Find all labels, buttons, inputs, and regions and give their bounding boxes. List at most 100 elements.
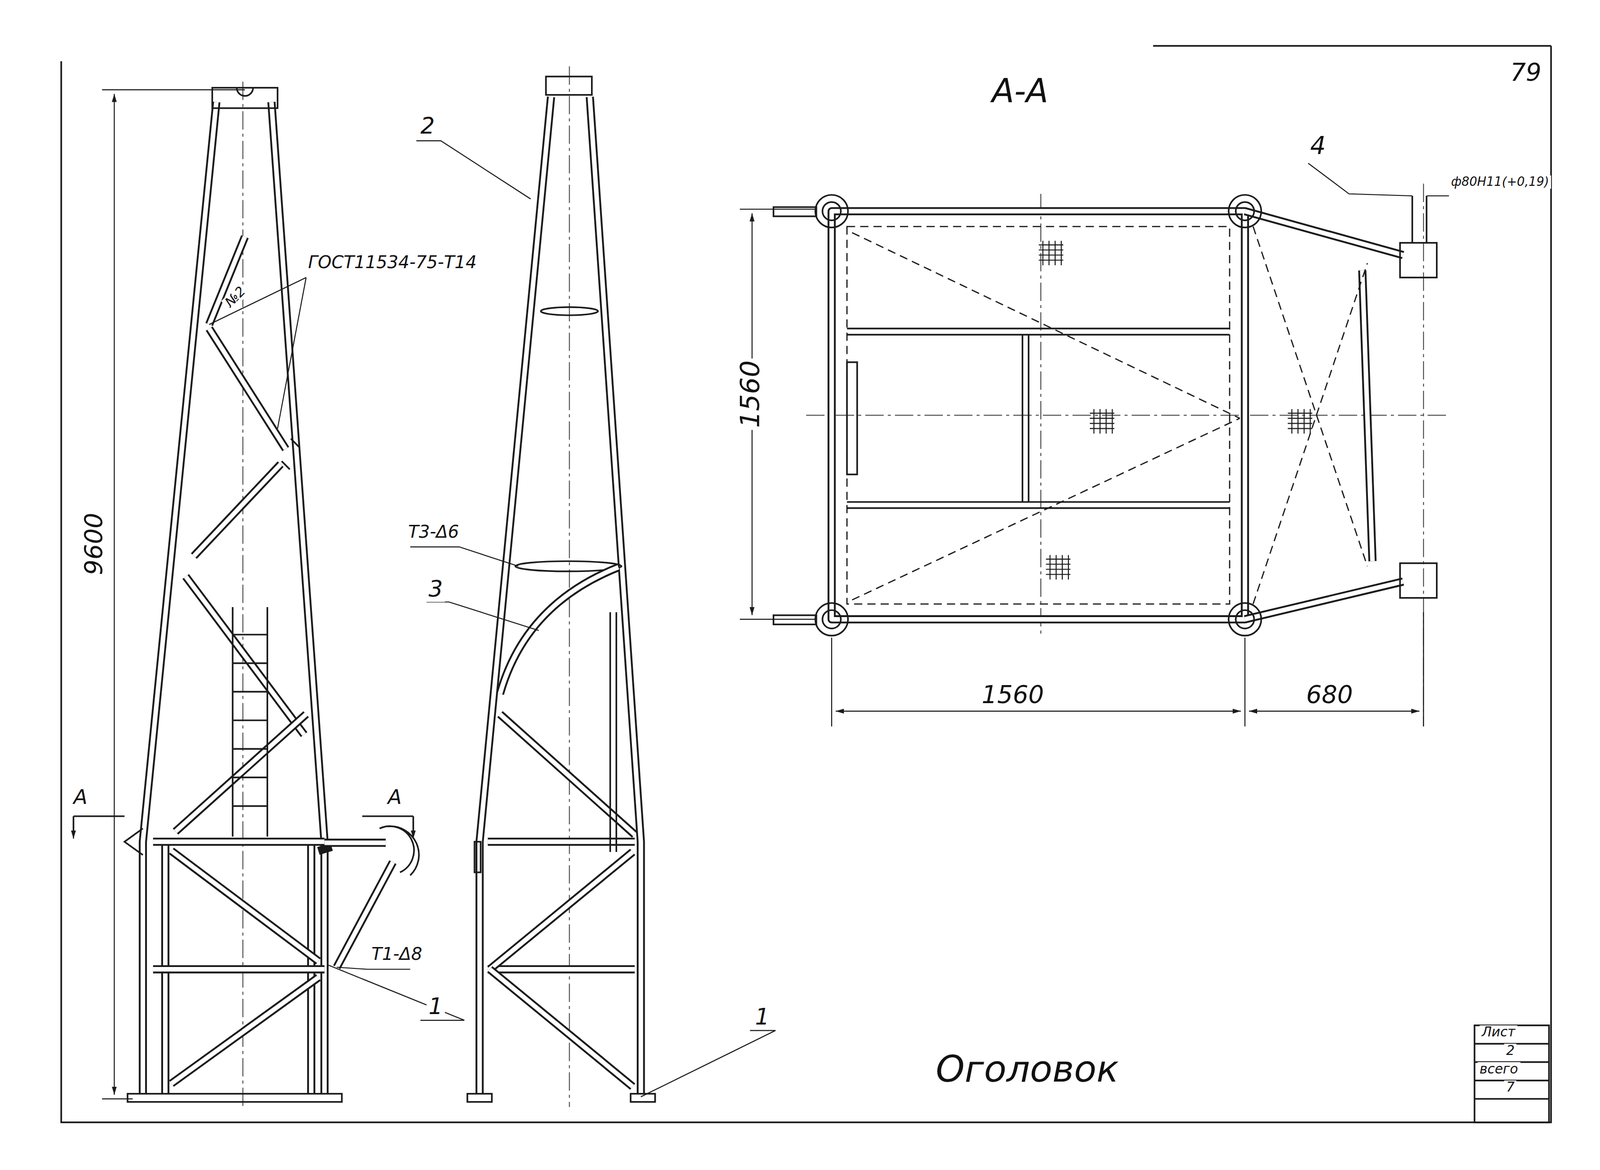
section-a-a-part bbox=[805, 183, 1449, 727]
drawing-label: 9600 bbox=[80, 510, 108, 578]
leader-lines-part bbox=[72, 822, 74, 839]
side-view-middle-part bbox=[467, 1094, 493, 1103]
section-a-a-part-part bbox=[1235, 610, 1255, 629]
side-view-left-part bbox=[324, 838, 386, 847]
section-a-a-part-part bbox=[1228, 602, 1262, 636]
section-a-a-part-part bbox=[1228, 194, 1262, 228]
leader-lines-part bbox=[426, 601, 539, 631]
side-view-middle-part bbox=[589, 96, 641, 1095]
section-a-a bbox=[773, 183, 1450, 727]
side-view-left-part bbox=[153, 967, 325, 972]
drawing-label: ф80Н11(+0,19) bbox=[1448, 175, 1552, 189]
side-view-middle-part bbox=[630, 1094, 656, 1103]
section-a-a-part bbox=[1412, 195, 1427, 243]
drawing-label: Т1-Δ8 bbox=[369, 944, 425, 964]
section-a-a-part bbox=[846, 328, 1230, 509]
side-view-left-part bbox=[236, 87, 253, 97]
section-a-a-part-part bbox=[1038, 240, 1064, 266]
side-view-left-part bbox=[242, 81, 244, 1108]
side-view-middle-part bbox=[487, 967, 635, 972]
drawing-label: 4 bbox=[1308, 132, 1328, 160]
side-view-middle-part bbox=[610, 612, 617, 853]
drawing-label: 1560 bbox=[735, 358, 765, 431]
leader-lines-part bbox=[328, 965, 465, 1021]
leader-lines-part bbox=[73, 816, 414, 835]
leader-lines-part bbox=[1426, 195, 1449, 197]
side-view-left-part bbox=[153, 837, 325, 846]
drawing-label: ГОСТ11534-75-Т14 bbox=[306, 252, 479, 272]
section-a-a-part bbox=[1038, 240, 1313, 580]
side-view-middle-part bbox=[500, 714, 635, 835]
section-a-a-part bbox=[1399, 563, 1437, 599]
section-a-a-part bbox=[1399, 242, 1437, 278]
drawing-label: А-А bbox=[989, 73, 1051, 110]
side-view-middle-part bbox=[545, 76, 592, 96]
side-view-middle-part bbox=[474, 842, 481, 873]
side-view-left-part bbox=[209, 236, 245, 325]
drawing-label: А bbox=[385, 785, 404, 808]
side-view-left-part bbox=[232, 607, 268, 837]
side-view-middle-part bbox=[500, 567, 619, 694]
side-view-left-part bbox=[193, 464, 281, 556]
section-a-a-part-part bbox=[815, 194, 849, 228]
side-view-left-part bbox=[212, 87, 278, 109]
side-view-left-part bbox=[209, 328, 286, 449]
leader-lines-part bbox=[412, 822, 414, 839]
side-view-left-part bbox=[193, 464, 281, 556]
drawing-label: 2 bbox=[418, 114, 437, 139]
side-view-middle-part bbox=[487, 965, 635, 974]
section-a-a-part bbox=[1244, 211, 1404, 620]
side-view-left-part bbox=[127, 1094, 342, 1103]
side-view-left-part bbox=[185, 576, 305, 736]
side-view-left-part bbox=[209, 236, 245, 325]
side-view-left-part bbox=[324, 840, 386, 845]
section-a-a-part bbox=[852, 226, 1368, 604]
drawing-title: Оголовок bbox=[933, 1048, 1121, 1090]
leader-lines bbox=[73, 140, 1450, 1097]
leader-lines-part bbox=[416, 140, 531, 199]
drawing-label: А bbox=[71, 785, 90, 808]
section-a-a-part bbox=[846, 226, 1230, 604]
section-a-a-part bbox=[1244, 211, 1404, 620]
section-a-a-part bbox=[773, 207, 817, 217]
side-view-middle-part bbox=[489, 852, 633, 970]
drawing-label: 7 bbox=[1503, 1080, 1517, 1096]
side-view-left-part bbox=[175, 714, 307, 832]
dimension-lines-part bbox=[835, 710, 1242, 712]
section-a-a-part bbox=[831, 211, 1245, 620]
dimension-lines-part bbox=[831, 612, 1424, 727]
leader-lines-part bbox=[640, 1030, 776, 1097]
dimension-lines-part bbox=[102, 89, 245, 1099]
section-a-a-part-part bbox=[1235, 202, 1255, 221]
drawing-label: 2 bbox=[1503, 1043, 1517, 1059]
side-view-left-part bbox=[171, 846, 332, 961]
side-view-left-part bbox=[153, 839, 325, 844]
section-a-a-part-part bbox=[822, 202, 842, 221]
section-a-a-part-part bbox=[1089, 409, 1115, 435]
dimension-lines-part bbox=[113, 93, 115, 1095]
section-a-a-part-part bbox=[1287, 409, 1313, 435]
side-view-left-part bbox=[209, 328, 286, 449]
drawing-label: всего bbox=[1477, 1062, 1521, 1077]
side-view-middle-part bbox=[569, 66, 571, 1107]
section-a-a-part bbox=[815, 194, 1262, 636]
section-a-a-part-part bbox=[1046, 554, 1071, 580]
drawing-label: 1560 bbox=[979, 681, 1047, 709]
leader-lines-part bbox=[1308, 163, 1413, 196]
side-view-left-part bbox=[281, 438, 299, 470]
side-view-middle-part bbox=[589, 96, 641, 1095]
side-view-middle bbox=[467, 66, 656, 1107]
drawing-label: 680 bbox=[1304, 681, 1356, 709]
side-view-left-part bbox=[171, 977, 319, 1084]
drawing-label: 79 bbox=[1508, 58, 1544, 87]
leader-lines-part bbox=[336, 967, 411, 970]
section-a-a-part-part bbox=[822, 610, 842, 629]
section-a-a-part bbox=[831, 211, 1245, 620]
section-a-a-part-part bbox=[815, 602, 849, 636]
sheet-frame-part bbox=[1474, 1025, 1550, 1123]
dimension-lines bbox=[102, 89, 1424, 1099]
sheet-frame-part bbox=[61, 46, 1552, 1123]
side-view-left-part bbox=[124, 828, 144, 856]
leader-lines-part bbox=[410, 546, 519, 567]
